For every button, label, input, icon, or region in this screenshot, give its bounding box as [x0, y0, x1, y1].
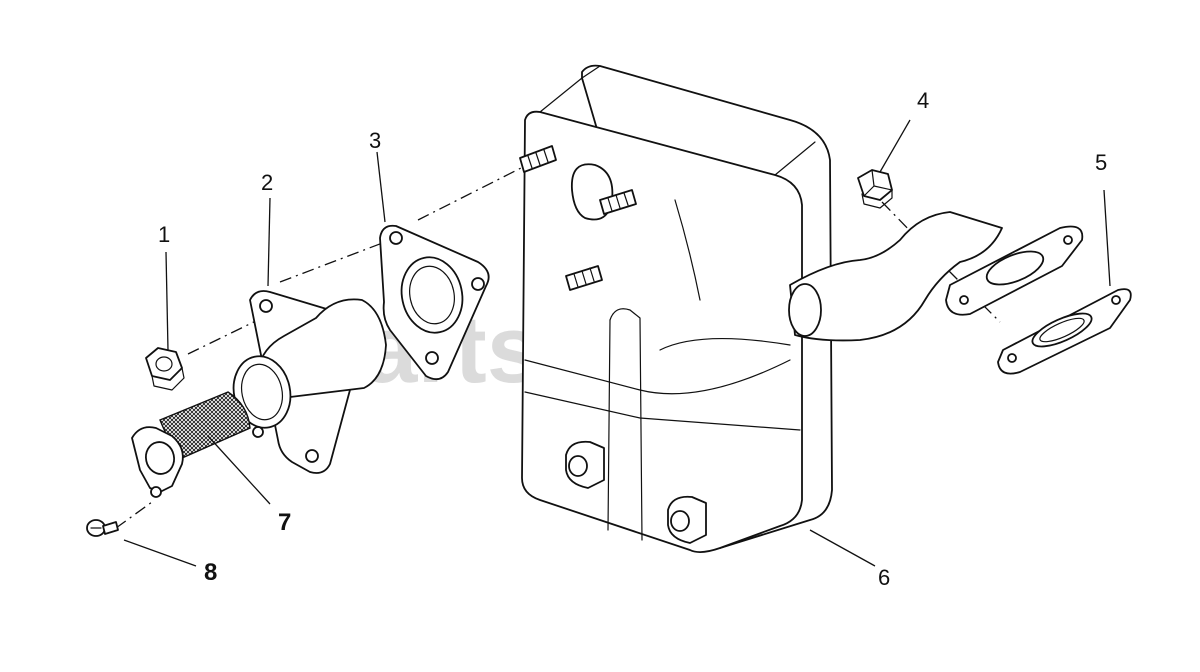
part-6-muffler	[519, 64, 1084, 553]
part-2-port-adapter	[232, 290, 387, 474]
callout-2: 2	[261, 170, 273, 195]
part-8-screw	[86, 519, 119, 537]
part-4-nut	[857, 169, 893, 209]
leader-lines	[123, 119, 1111, 567]
muffler-boss-left	[565, 440, 605, 489]
part-1-nut	[145, 347, 185, 391]
callout-3: 3	[369, 128, 381, 153]
muffler-stud-top	[519, 145, 557, 173]
callout-4: 4	[917, 88, 929, 113]
callout-7: 7	[278, 509, 291, 536]
muffler-stud-low	[565, 265, 603, 291]
muffler-stud-mid	[599, 189, 637, 215]
muffler-boss-right	[667, 495, 707, 544]
part-7-screen	[131, 391, 251, 498]
callout-8: 8	[204, 559, 217, 586]
part-3-gasket	[379, 224, 490, 381]
callout-5: 5	[1095, 150, 1107, 175]
part-5-outlet-gasket	[997, 288, 1132, 375]
callouts: 1 2 3 4 5 6 7 8	[158, 88, 1107, 590]
callout-6: 6	[878, 565, 890, 590]
callout-1: 1	[158, 222, 170, 247]
